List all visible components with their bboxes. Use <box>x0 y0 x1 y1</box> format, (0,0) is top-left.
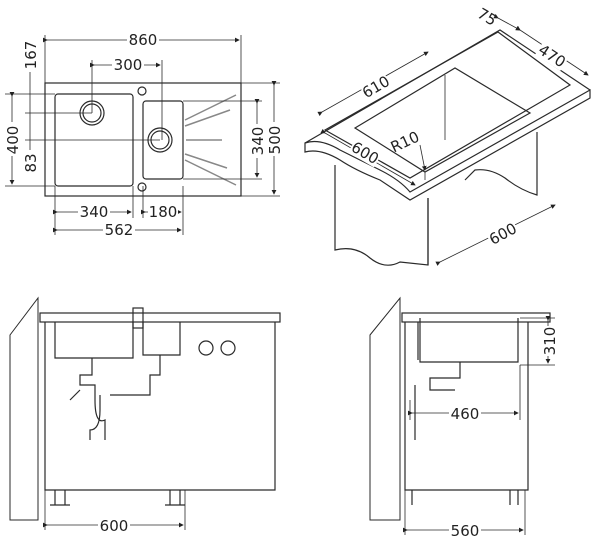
cabinet <box>44 322 276 491</box>
side-view: 310 460 560 <box>369 296 559 540</box>
drain-offset-label: 83 <box>22 153 40 172</box>
cabinet-left <box>334 165 429 266</box>
countertop <box>304 88 591 201</box>
width-860-label: 860 <box>129 31 158 49</box>
tap-hole-icon <box>137 86 147 96</box>
counter-depth-label: 600 <box>348 138 382 168</box>
drainer-grooves <box>184 94 237 186</box>
bowl-spacing-label: 300 <box>114 56 143 74</box>
top-view: 860 300 500 340 400 167 83 340 180 562 <box>4 31 284 239</box>
bowl <box>419 318 519 363</box>
installation-view: 610 75 470 R10 600 600 <box>304 4 591 266</box>
depth-500-label: 500 <box>266 126 284 155</box>
bowl-height-label: 310 <box>541 327 559 356</box>
siphon <box>69 355 161 440</box>
countertop <box>401 312 551 323</box>
cabinet <box>404 322 529 491</box>
edge-to-drain-label: 167 <box>22 41 40 70</box>
front-cabinet-width-label: 600 <box>100 517 129 535</box>
countertop-edge-label: 75 <box>474 4 500 29</box>
countertop <box>39 312 281 323</box>
tap-hole-icon <box>198 340 214 356</box>
cabinet-width-label: 600 <box>486 219 520 248</box>
cutout-depth-label: 470 <box>535 41 569 72</box>
bowl-depth-label: 400 <box>4 126 22 155</box>
bowl-width-label: 340 <box>80 203 109 221</box>
small-bowl-depth-label: 340 <box>249 127 267 156</box>
small-bowl-width-label: 180 <box>149 203 178 221</box>
brick-wall <box>369 296 401 521</box>
brick-wall <box>9 296 39 521</box>
bowls-total-label: 562 <box>105 221 134 239</box>
front-view: 600 <box>9 296 281 535</box>
drain-depth-label: 460 <box>451 405 480 423</box>
corner-radius-label: R10 <box>388 128 422 157</box>
overflow-icon <box>137 182 147 192</box>
bowls <box>54 322 181 359</box>
cabinet-depth-label: 560 <box>451 522 480 540</box>
